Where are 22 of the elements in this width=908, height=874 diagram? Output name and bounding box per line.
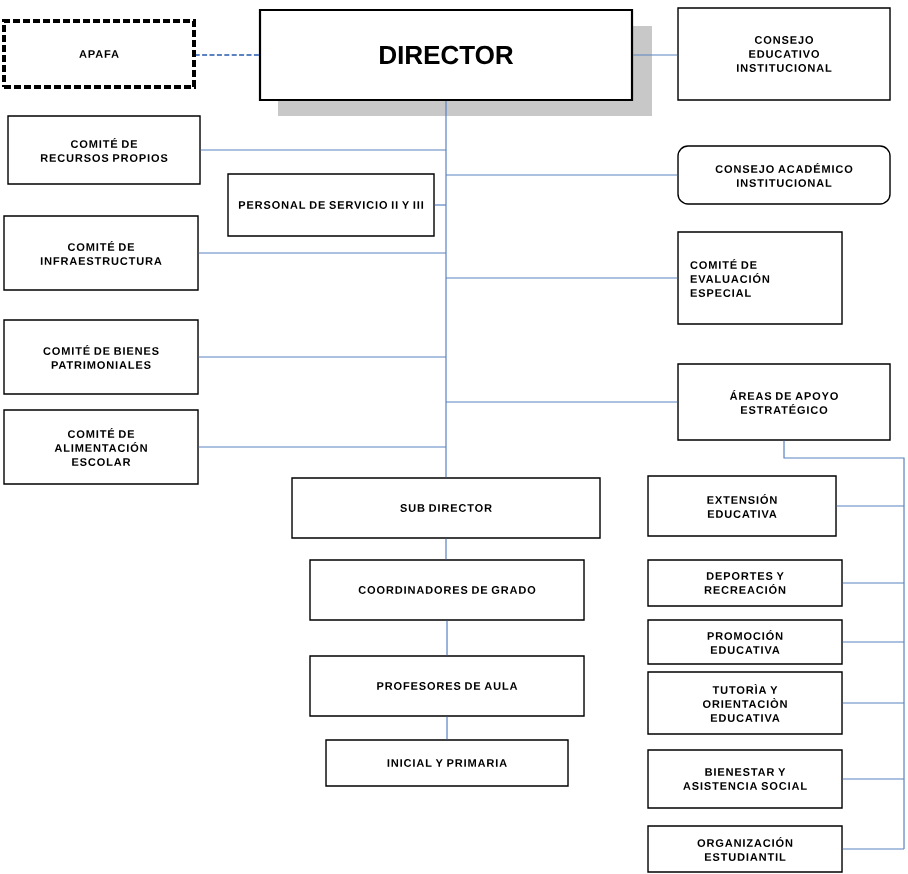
connector-line (446, 620, 448, 656)
connector-line (434, 204, 447, 206)
connector-line (445, 277, 678, 279)
connector-line (445, 401, 678, 403)
connector-line (200, 149, 447, 151)
connector-line (842, 778, 905, 780)
connector-line (842, 848, 905, 850)
connector-line (632, 54, 678, 56)
connector-line (445, 174, 678, 176)
connector-line (836, 505, 905, 507)
connector-line (195, 54, 260, 56)
connector-line (842, 641, 905, 643)
connector-line (446, 716, 448, 740)
connector-line (842, 702, 905, 704)
connector-line (198, 252, 447, 254)
connector-line (783, 440, 905, 850)
director-box: DIRECTOR (258, 8, 652, 116)
connector-line (842, 582, 905, 584)
connector-line (445, 538, 447, 560)
connector-line (445, 100, 447, 478)
connector-line (198, 446, 447, 448)
connector-line (198, 356, 447, 358)
